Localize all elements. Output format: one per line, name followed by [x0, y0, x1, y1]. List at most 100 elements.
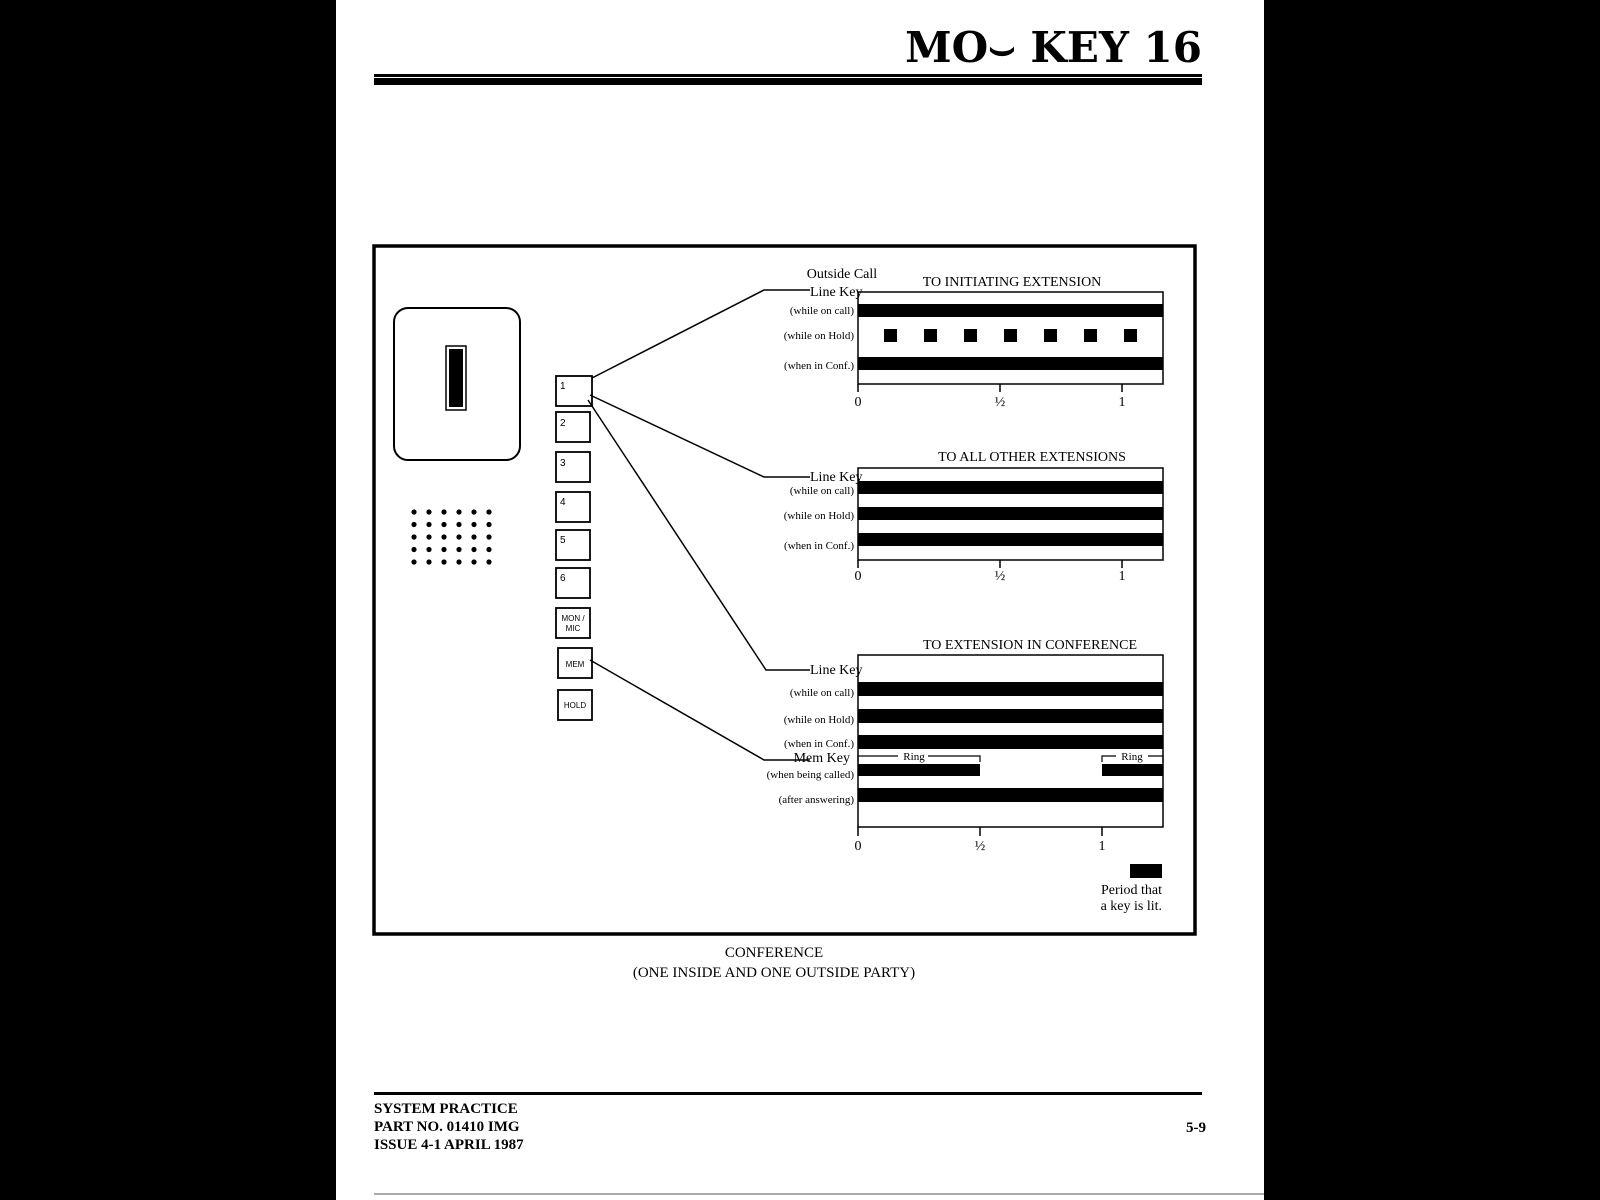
phone-key-mem-label: MEM [566, 660, 585, 669]
panel2-row-1-label: (while on call) [790, 485, 854, 497]
connector-line-key-1-panel-3 [587, 399, 810, 671]
panel1-flash-block-1 [884, 329, 897, 342]
panel2-ticks [857, 560, 1123, 568]
panel3-bar-while-on-call [858, 682, 1163, 696]
speaker-grille [411, 509, 492, 565]
panel3-bar-after-answering [858, 788, 1163, 802]
panel2-bar-while-on-hold [858, 507, 1163, 520]
panel2-tick-0: 0 [855, 569, 862, 584]
phone-key-5 [555, 529, 591, 561]
panel2-row-3-label: (when in Conf.) [784, 540, 854, 552]
connector-lines [587, 289, 810, 761]
footer-line-3: ISSUE 4-1 APRIL 1987 [374, 1137, 524, 1153]
panel3-ticks [857, 827, 1103, 836]
speaker-hole [411, 509, 417, 515]
panel1-row-3-label: (when in Conf.) [784, 360, 854, 372]
panel3-tick-half: ½ [975, 839, 986, 854]
panel1-flash-block-3 [964, 329, 977, 342]
panel3-key-label: Line Key [810, 663, 862, 678]
connector-line-mem-panel-3 [589, 659, 810, 761]
speaker-hole [411, 534, 417, 540]
phone-key-3 [555, 451, 591, 483]
panel2-tick-1: 1 [1119, 569, 1126, 584]
panel2-row-2-label: (while on Hold) [784, 510, 855, 522]
phone-key-hold [557, 689, 593, 721]
phone-key-1-label: 1 [560, 381, 566, 392]
panel1-bar-while-on-hold [884, 329, 1137, 342]
phone-key-5-label: 5 [560, 535, 566, 546]
panel3-bar-when-in-conf [858, 735, 1163, 749]
phone-key-4 [555, 491, 591, 523]
phone-display-panel [393, 307, 521, 461]
speaker-hole [486, 509, 492, 515]
panel3-ring-segment-2: Ring [1101, 750, 1164, 776]
panel1-tick-1: 1 [1119, 395, 1126, 410]
speaker-hole [471, 559, 477, 565]
panel1-flash-block-6 [1084, 329, 1097, 342]
legend-line-1: Period that [1101, 883, 1162, 898]
display-slot-inner [449, 349, 463, 407]
panel1-bar-while-on-call [858, 304, 1163, 317]
panel3-mem-row-2-label: (after answering) [779, 794, 855, 806]
panel3-ring-bar-2 [1102, 764, 1163, 776]
panel1-bar-when-in-conf [858, 357, 1163, 370]
phone-key-1 [555, 375, 593, 407]
caption-line-1: CONFERENCE [725, 945, 823, 961]
speaker-hole [411, 546, 417, 553]
phone-key-6-label: 6 [560, 573, 566, 584]
footer-line-2: PART NO. 01410 IMG [374, 1119, 520, 1135]
panel3-ring-label-bg-1 [898, 750, 928, 762]
speaker-hole [426, 546, 432, 553]
speaker-hole [456, 534, 462, 540]
phone-key-hold-label: HOLD [564, 701, 586, 710]
panel1-flash-block-7 [1124, 329, 1137, 342]
panel3-mem-row-1-label: (when being called) [767, 769, 855, 781]
panel1-row-1-label: (while on call) [790, 305, 854, 317]
panel2-title: TO ALL OTHER EXTENSIONS [938, 450, 1126, 465]
speaker-hole [486, 546, 492, 553]
panel3-row-2-label: (while on Hold) [784, 714, 855, 726]
panel1-flash-block-4 [1004, 329, 1017, 342]
speaker-hole [441, 546, 447, 553]
panel1-tick-half: ½ [995, 395, 1006, 410]
panel3-ring-label-bg-2 [1116, 750, 1148, 762]
phone-key-6 [555, 567, 591, 599]
speaker-hole [486, 534, 492, 540]
speaker-hole [456, 509, 462, 515]
speaker-hole [486, 559, 492, 565]
legend-swatch [1130, 864, 1162, 878]
speaker-hole [456, 521, 462, 528]
speaker-hole [411, 521, 417, 528]
panel1-frame [857, 291, 1164, 385]
speaker-hole [456, 546, 462, 553]
speaker-hole [441, 534, 447, 540]
panel1-key-top-label: Outside Call [807, 267, 877, 282]
connector-line-key-1-panel-1 [591, 289, 810, 379]
panel1-key-label: Line Key [810, 285, 862, 300]
caption-line-2: (ONE INSIDE AND ONE OUTSIDE PARTY) [633, 965, 915, 981]
panel1-tick-0: 0 [855, 395, 862, 410]
legend-line-2: a key is lit. [1101, 899, 1162, 914]
panel2-bar-while-on-call [858, 481, 1163, 494]
speaker-hole [471, 534, 477, 540]
phone-key-mem [557, 647, 593, 679]
speaker-hole [471, 546, 477, 553]
phone-key-3-label: 3 [560, 458, 566, 469]
diagram-frame [372, 244, 1197, 936]
speaker-hole [441, 559, 447, 565]
panel3-row-3-label: (when in Conf.) [784, 738, 854, 750]
phone-key-mon-label: MON / [561, 614, 585, 623]
panel3-ring-label-1: Ring [903, 751, 925, 763]
header-rule-thin [374, 74, 1202, 77]
connector-line-key-1-panel-2 [589, 394, 810, 478]
panel3-tick-1: 1 [1099, 839, 1106, 854]
speaker-hole [426, 521, 432, 528]
panel3-mem-key-label: Mem Key [794, 751, 850, 766]
speaker-hole [471, 521, 477, 528]
speaker-hole [441, 509, 447, 515]
speaker-hole [426, 509, 432, 515]
page-artwork: MO⌣ KEY 16 1 2 3 4 5 6 MON / MIC MEM HOL… [372, 23, 1264, 1195]
speaker-hole [426, 559, 432, 565]
panel1-row-2-label: (while on Hold) [784, 330, 855, 342]
panel3-ring-segment-1: Ring [857, 750, 981, 776]
